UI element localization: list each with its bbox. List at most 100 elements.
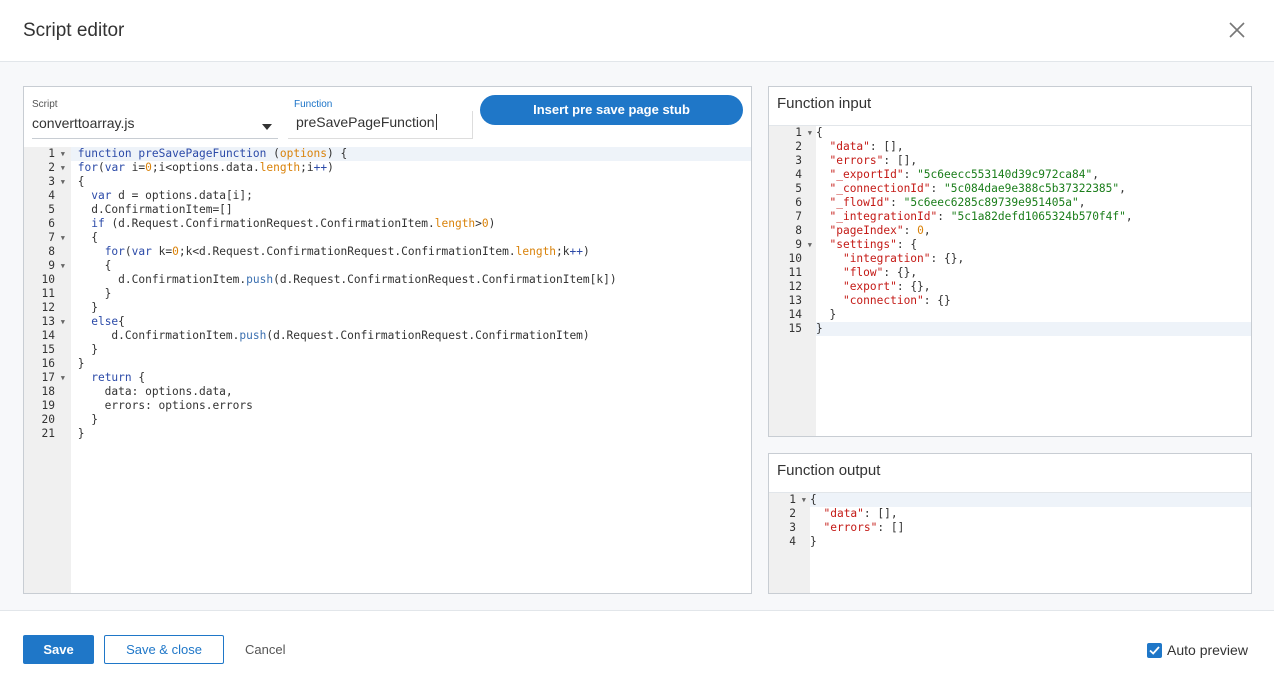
- text-cursor: [435, 114, 437, 130]
- code-line: for(var i=0;i<options.data.length;i++): [77, 161, 334, 174]
- fold-icon: ▼: [60, 262, 65, 270]
- code-lines: function preSavePageFunction (options) {…: [71, 147, 751, 441]
- insert-stub-button[interactable]: Insert pre save page stub: [480, 95, 743, 125]
- dialog-header: Script editor: [0, 0, 1274, 62]
- code-line: {: [816, 126, 823, 139]
- code-line: return {: [91, 371, 146, 384]
- line-number: 14: [788, 308, 802, 321]
- line-number: 4: [48, 189, 55, 202]
- cancel-button[interactable]: Cancel: [245, 642, 286, 657]
- line-number: 6: [48, 217, 55, 230]
- line-number: 7▼: [48, 231, 65, 244]
- script-select[interactable]: converttoarray.js: [32, 112, 278, 139]
- line-number: 4: [795, 168, 802, 181]
- code-line: "data": [],: [823, 507, 898, 520]
- save-close-button[interactable]: Save & close: [104, 635, 224, 664]
- line-number: 12: [788, 280, 802, 293]
- code-line: {: [810, 493, 1251, 507]
- code-line: "errors": []: [823, 521, 905, 534]
- code-line: {: [71, 231, 98, 244]
- fold-icon: ▼: [807, 241, 812, 249]
- fold-icon: ▼: [60, 318, 65, 326]
- function-name-value: preSavePageFunction: [296, 114, 435, 130]
- code-line: else{: [91, 315, 125, 328]
- code-line: "pageIndex": 0,: [829, 224, 931, 237]
- fold-icon: ▼: [60, 374, 65, 382]
- line-number: 15: [788, 322, 802, 335]
- line-number: 16: [41, 357, 55, 370]
- close-icon[interactable]: [1226, 19, 1248, 41]
- code-line: }: [71, 413, 98, 426]
- code-line: "connection": {}: [842, 294, 951, 307]
- code-gutter: 1▼ 2▼ 3▼ 4 5 6 7▼ 8 9▼ 10 11 12 13▼ 14 1…: [24, 147, 71, 593]
- function-input-panel: Function input 1▼ 2 3 4 5 6 7 8 9▼ 10 11…: [768, 86, 1252, 437]
- line-number: 12: [41, 301, 55, 314]
- code-gutter: 1▼ 2 3 4 5 6 7 8 9▼ 10 11 12 13 14 15: [769, 126, 816, 436]
- code-line: }: [816, 308, 837, 321]
- code-line: if (d.Request.ConfirmationRequest.Confir…: [91, 217, 496, 230]
- function-output-title: Function output: [777, 462, 881, 479]
- function-label: Function: [294, 99, 333, 110]
- code-line: var d = options.data[i];: [91, 189, 253, 202]
- script-label: Script: [32, 99, 58, 110]
- fold-icon: ▼: [60, 164, 65, 172]
- line-number: 10: [41, 273, 55, 286]
- line-number: 7: [795, 210, 802, 223]
- line-number: 20: [41, 413, 55, 426]
- line-number: 9▼: [48, 259, 65, 272]
- line-number: 3▼: [48, 175, 65, 188]
- divider: [769, 125, 1251, 126]
- code-line: }: [71, 427, 85, 440]
- code-line: }: [71, 301, 98, 314]
- code-line: function preSavePageFunction (options) {: [71, 147, 751, 161]
- code-line: }: [810, 535, 817, 548]
- code-line: d.ConfirmationItem.push(d.Request.Confir…: [71, 329, 590, 342]
- dialog-body: Script converttoarray.js Function preSav…: [0, 62, 1274, 610]
- code-line: "_connectionId": "5c084dae9e388c5b373223…: [829, 182, 1126, 195]
- function-input-title: Function input: [777, 95, 872, 112]
- code-line: }: [71, 357, 85, 370]
- code-line: "export": {},: [842, 280, 931, 293]
- dialog-footer: Save Save & close Cancel Auto preview: [0, 610, 1274, 682]
- line-number: 14: [41, 329, 55, 342]
- code-gutter: 1▼ 2 3 4: [769, 493, 810, 593]
- script-editor-panel: Script converttoarray.js Function preSav…: [23, 86, 752, 594]
- checkbox-checked-icon[interactable]: [1147, 643, 1162, 658]
- code-line: "_exportId": "5c6eecc553140d39c972ca84",: [829, 168, 1099, 181]
- code-editor[interactable]: 1▼ 2▼ 3▼ 4 5 6 7▼ 8 9▼ 10 11 12 13▼ 14 1…: [24, 147, 751, 593]
- function-name-input[interactable]: preSavePageFunction: [288, 111, 473, 139]
- save-button[interactable]: Save: [23, 635, 94, 664]
- function-input-editor[interactable]: 1▼ 2 3 4 5 6 7 8 9▼ 10 11 12 13 14 15: [769, 126, 1251, 436]
- code-line: d.ConfirmationItem=[]: [71, 203, 233, 216]
- line-number: 5: [48, 203, 55, 216]
- line-number: 17▼: [41, 371, 65, 384]
- divider: [769, 492, 1251, 493]
- line-number: 6: [795, 196, 802, 209]
- line-number: 3: [789, 521, 796, 534]
- function-output-panel: Function output 1▼ 2 3 4 { "data": [], "…: [768, 453, 1252, 594]
- line-number: 3: [795, 154, 802, 167]
- code-lines: { "data": [], "errors": [], "_exportId":…: [816, 126, 1251, 336]
- script-select-value: converttoarray.js: [32, 115, 135, 131]
- code-line: }: [816, 322, 1251, 336]
- code-lines: { "data": [], "errors": [] }: [810, 493, 1251, 549]
- line-number: 4: [789, 535, 796, 548]
- code-line: "flow": {},: [842, 266, 918, 279]
- fold-icon: ▼: [807, 129, 812, 137]
- code-line: "data": [],: [829, 140, 904, 153]
- dialog-title: Script editor: [23, 20, 125, 41]
- code-line: }: [71, 343, 98, 356]
- code-line: "errors": [],: [829, 154, 918, 167]
- code-line: "integration": {},: [842, 252, 965, 265]
- line-number: 2▼: [48, 161, 65, 174]
- code-line: "settings": {: [829, 238, 918, 251]
- code-line: "_integrationId": "5c1a82defd1065324b570…: [829, 210, 1133, 223]
- fold-icon: ▼: [60, 178, 65, 186]
- line-number: 1▼: [789, 493, 806, 506]
- function-output-editor[interactable]: 1▼ 2 3 4 { "data": [], "errors": [] }: [769, 493, 1251, 593]
- line-number: 15: [41, 343, 55, 356]
- line-number: 1▼: [795, 126, 812, 139]
- code-line: }: [71, 287, 112, 300]
- line-number: 13▼: [41, 315, 65, 328]
- line-number: 13: [788, 294, 802, 307]
